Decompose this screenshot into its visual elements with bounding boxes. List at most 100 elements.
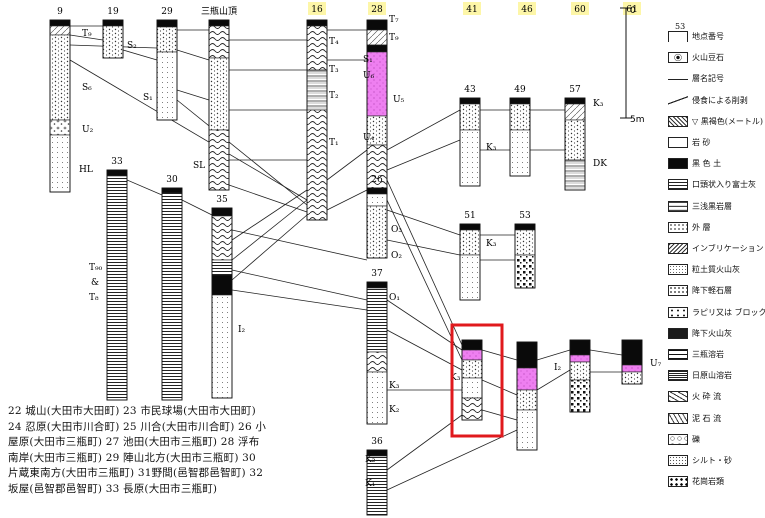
legend-label: 口頭状入り富士灰 <box>692 180 756 190</box>
legend-label: 粒土質火山灰 <box>692 265 740 275</box>
legend-swatch <box>668 243 688 254</box>
layer-silt <box>509 103 531 131</box>
column-label: 19 <box>107 7 119 17</box>
layer-silt <box>156 26 178 53</box>
legend-swatch <box>668 264 688 276</box>
column-outline <box>211 207 233 399</box>
layer-black <box>459 223 481 231</box>
legend-item: ▽ 黒褐色(メートル) <box>668 115 765 129</box>
scale-top-label: 0 <box>630 6 636 16</box>
legend-swatch <box>668 200 688 212</box>
column-53: 53 <box>514 211 536 289</box>
legend-label: 降下火山灰 <box>692 328 732 338</box>
legend-swatch <box>668 94 688 106</box>
columns: 9T₉S₆U₂19S₂29S₁三瓶山頂SL16T₄T₃T₂T₁28T₇T₉S₁U… <box>49 2 662 516</box>
correlation-line <box>536 349 571 361</box>
layer-black <box>102 19 124 27</box>
layer-wavy <box>211 215 233 261</box>
layer-fine <box>211 294 233 399</box>
column-label: 60 <box>574 5 586 15</box>
column-outline <box>49 19 71 193</box>
legend-item: 外 層 <box>668 221 765 235</box>
layer-black <box>366 19 388 31</box>
column-outline <box>461 339 483 421</box>
layer-code-label: T₉ <box>82 29 92 39</box>
layer-code-label: K₃ <box>593 99 604 109</box>
column-label: 16 <box>311 5 323 15</box>
correlation-line <box>326 189 368 211</box>
column-outline <box>366 187 388 259</box>
legend-swatch <box>668 370 688 382</box>
column-label: 53 <box>519 211 531 221</box>
layer-code-label: T₁ <box>329 138 339 148</box>
column-outline <box>509 97 531 177</box>
layer-code-label: U₂ <box>82 125 94 135</box>
legend-label: 三浅黒岩層 <box>692 201 732 211</box>
correlation-line <box>228 184 308 213</box>
layer-ash <box>564 103 586 121</box>
layer-code-label: O₂ <box>391 251 402 261</box>
column-label: 30 <box>166 175 178 185</box>
layer-wavy <box>306 25 328 71</box>
correlation-line <box>386 239 461 256</box>
layer-black <box>461 339 483 351</box>
correlation-line <box>536 369 571 391</box>
column-label-highlight <box>368 2 386 15</box>
layer-dots <box>514 254 536 289</box>
correlation-line <box>69 59 308 201</box>
legend-swatch <box>668 412 688 424</box>
selection-rectangle <box>450 323 504 438</box>
correlation-line <box>386 209 461 236</box>
layer-black <box>366 281 388 289</box>
layer-pumice <box>49 119 71 136</box>
layer-black <box>211 207 233 217</box>
layer-black <box>564 97 586 105</box>
legend-label: 岩 砂 <box>692 138 711 147</box>
layer-black <box>569 339 591 356</box>
correlation-lines <box>69 25 623 491</box>
location-caption: 22 城山(大田市大田町) 23 市民球場(大田市大田町) 24 忍原(大田市川… <box>8 405 267 495</box>
layer-code-label: SL <box>193 161 205 171</box>
column-label: 49 <box>514 85 526 95</box>
layer-black <box>509 97 531 105</box>
column-outline <box>621 339 643 385</box>
legend-item: 侵食による削剥 <box>668 94 765 108</box>
column-outline <box>208 19 230 191</box>
column-outline <box>564 97 586 191</box>
legend-swatch <box>668 179 688 191</box>
layer-black <box>211 274 233 296</box>
legend-swatch <box>668 476 688 488</box>
layer-code-label: & <box>91 278 99 288</box>
correlation-line <box>386 109 461 151</box>
correlation-line <box>122 49 158 61</box>
correlation-line <box>231 189 308 241</box>
layer-code-label: T₈ <box>89 293 99 303</box>
correlation-line <box>326 149 368 181</box>
column-outline <box>569 339 591 413</box>
column-46: 46 <box>516 2 538 451</box>
column-outline <box>102 19 124 59</box>
column-outline <box>156 19 178 121</box>
legend-item: 火山豆石 <box>668 51 765 65</box>
layer-code-label: U₇ <box>650 359 662 369</box>
column-label: 29 <box>161 7 173 17</box>
column-outline <box>516 341 538 451</box>
legend-item: 花崗岩類 <box>668 475 765 489</box>
layer-code-label: K₂ <box>365 455 376 465</box>
layer-silt <box>102 25 124 59</box>
layer-hatch <box>106 175 128 401</box>
legend-label: 火山豆石 <box>692 53 724 63</box>
layer-code-label: K₁ <box>365 479 375 489</box>
legend-swatch <box>668 73 688 85</box>
legend-item: インブリケーション <box>668 242 765 256</box>
legend-item: 三瓶溶岩 <box>668 348 765 362</box>
column-label: 43 <box>464 85 476 95</box>
layer-code-label: S₂ <box>127 41 137 51</box>
layer-code-label: U₆ <box>363 71 375 81</box>
legend-swatch <box>668 285 688 297</box>
legend-swatch <box>668 455 688 466</box>
correlation-line <box>386 414 463 471</box>
